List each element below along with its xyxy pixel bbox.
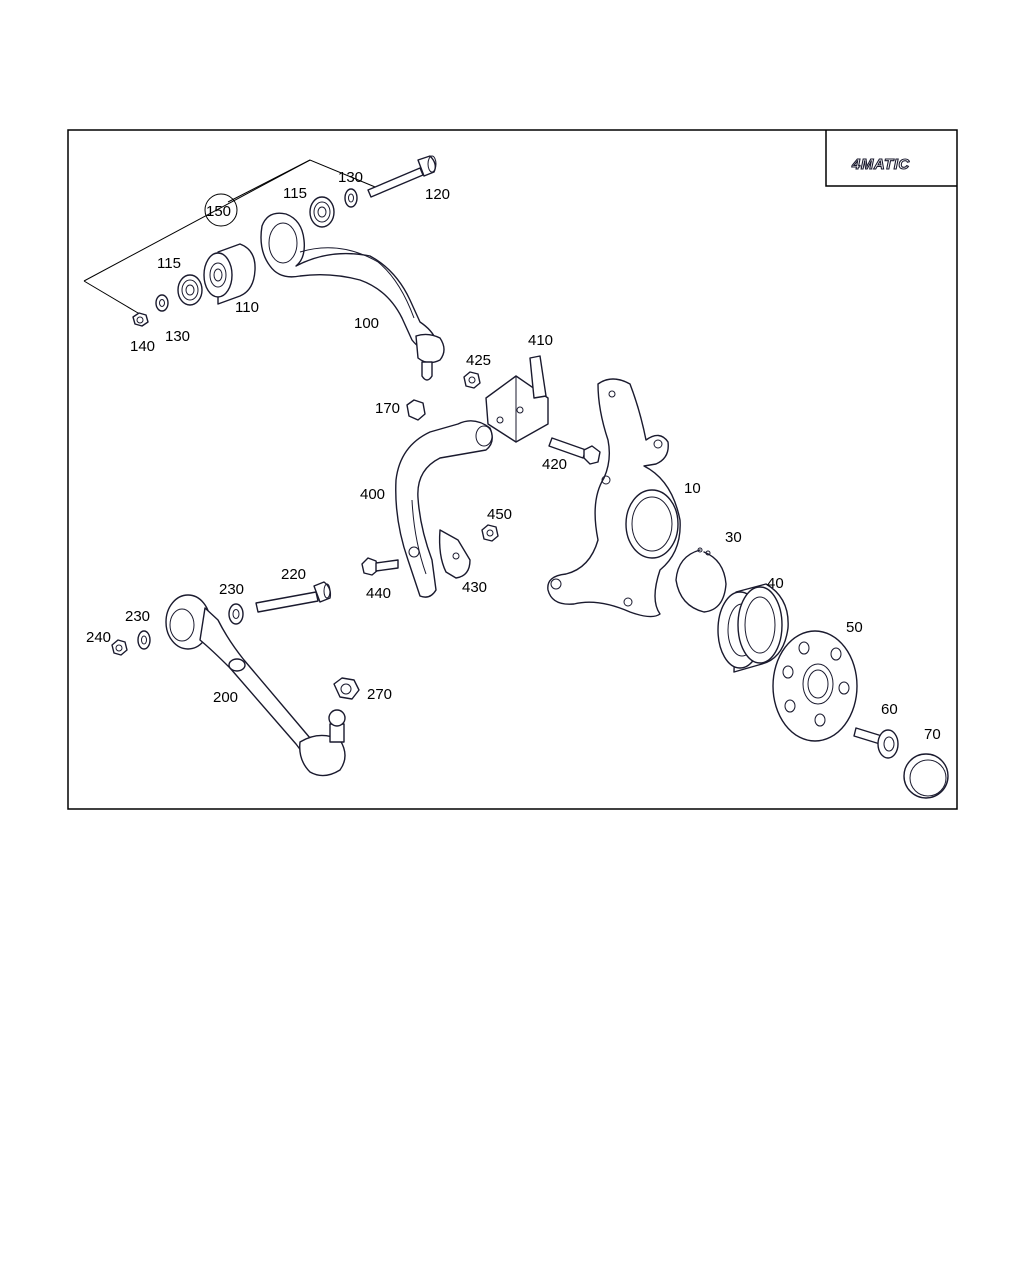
washer-230-right bbox=[228, 603, 244, 625]
label-425: 425 bbox=[466, 352, 491, 369]
label-240: 240 bbox=[86, 629, 111, 646]
nut-270 bbox=[333, 677, 360, 700]
lower-control-arm-200 bbox=[165, 594, 346, 777]
bushing-115-lower bbox=[177, 274, 203, 306]
washer-230-left bbox=[137, 630, 151, 650]
label-220: 220 bbox=[281, 566, 306, 583]
diagram-frame bbox=[67, 129, 958, 810]
label-170: 170 bbox=[375, 400, 400, 417]
label-150: 150 bbox=[206, 203, 231, 220]
label-110: 110 bbox=[235, 299, 259, 316]
circlip-30 bbox=[675, 547, 727, 613]
label-450: 450 bbox=[487, 506, 512, 523]
knuckle-hub-group bbox=[547, 378, 949, 799]
bolt-220 bbox=[255, 581, 332, 613]
lower-arm-group bbox=[111, 581, 360, 777]
label-120: 120 bbox=[425, 186, 450, 203]
upper-control-arm-100 bbox=[260, 212, 445, 381]
label-30: 30 bbox=[725, 529, 742, 546]
hub-cap-70 bbox=[903, 753, 949, 799]
label-70: 70 bbox=[924, 726, 941, 743]
bracket-410 bbox=[485, 355, 549, 443]
label-130-upper: 130 bbox=[338, 169, 363, 186]
washer-130-lower bbox=[155, 294, 169, 312]
strut-400 bbox=[395, 420, 493, 598]
bolt-440 bbox=[361, 557, 399, 576]
nut-140 bbox=[132, 312, 149, 327]
4matic-badge-text: 4MATIC bbox=[851, 156, 910, 173]
washer-130-upper bbox=[344, 188, 358, 208]
nut-170 bbox=[406, 399, 426, 421]
label-10: 10 bbox=[684, 480, 701, 497]
label-60: 60 bbox=[881, 701, 898, 718]
nut-240 bbox=[111, 639, 128, 656]
label-115-lower: 115 bbox=[157, 255, 181, 272]
bracket-430 bbox=[438, 529, 471, 579]
part-labels: 150 130 120 115 115 110 140 130 100 425 … bbox=[86, 169, 941, 743]
nut-425 bbox=[463, 371, 481, 389]
label-100: 100 bbox=[354, 315, 379, 332]
wheel-bearing-40 bbox=[717, 583, 789, 673]
label-400: 400 bbox=[360, 486, 385, 503]
label-430: 430 bbox=[462, 579, 487, 596]
label-410: 410 bbox=[528, 332, 553, 349]
axle-bolt-60 bbox=[853, 727, 899, 759]
bushing-110 bbox=[203, 243, 256, 305]
wheel-hub-50 bbox=[772, 630, 858, 742]
label-270: 270 bbox=[367, 686, 392, 703]
label-140: 140 bbox=[130, 338, 155, 355]
label-200: 200 bbox=[213, 689, 238, 706]
label-40: 40 bbox=[767, 575, 784, 592]
4matic-badge: 4MATIC bbox=[825, 130, 957, 187]
strut-group bbox=[361, 355, 549, 598]
upper-arm-group bbox=[83, 155, 445, 421]
nut-450 bbox=[481, 524, 499, 542]
label-420: 420 bbox=[542, 456, 567, 473]
steering-knuckle-10 bbox=[547, 378, 681, 618]
label-230-right: 230 bbox=[219, 581, 244, 598]
label-50: 50 bbox=[846, 619, 863, 636]
label-230-left: 230 bbox=[125, 608, 150, 625]
bolt-420 bbox=[548, 437, 601, 465]
group-150-circle bbox=[204, 193, 238, 227]
bushing-115-upper bbox=[309, 196, 335, 228]
label-115-upper: 115 bbox=[283, 185, 307, 202]
bolt-120 bbox=[367, 155, 437, 198]
label-130-lower: 130 bbox=[165, 328, 190, 345]
label-440: 440 bbox=[366, 585, 391, 602]
